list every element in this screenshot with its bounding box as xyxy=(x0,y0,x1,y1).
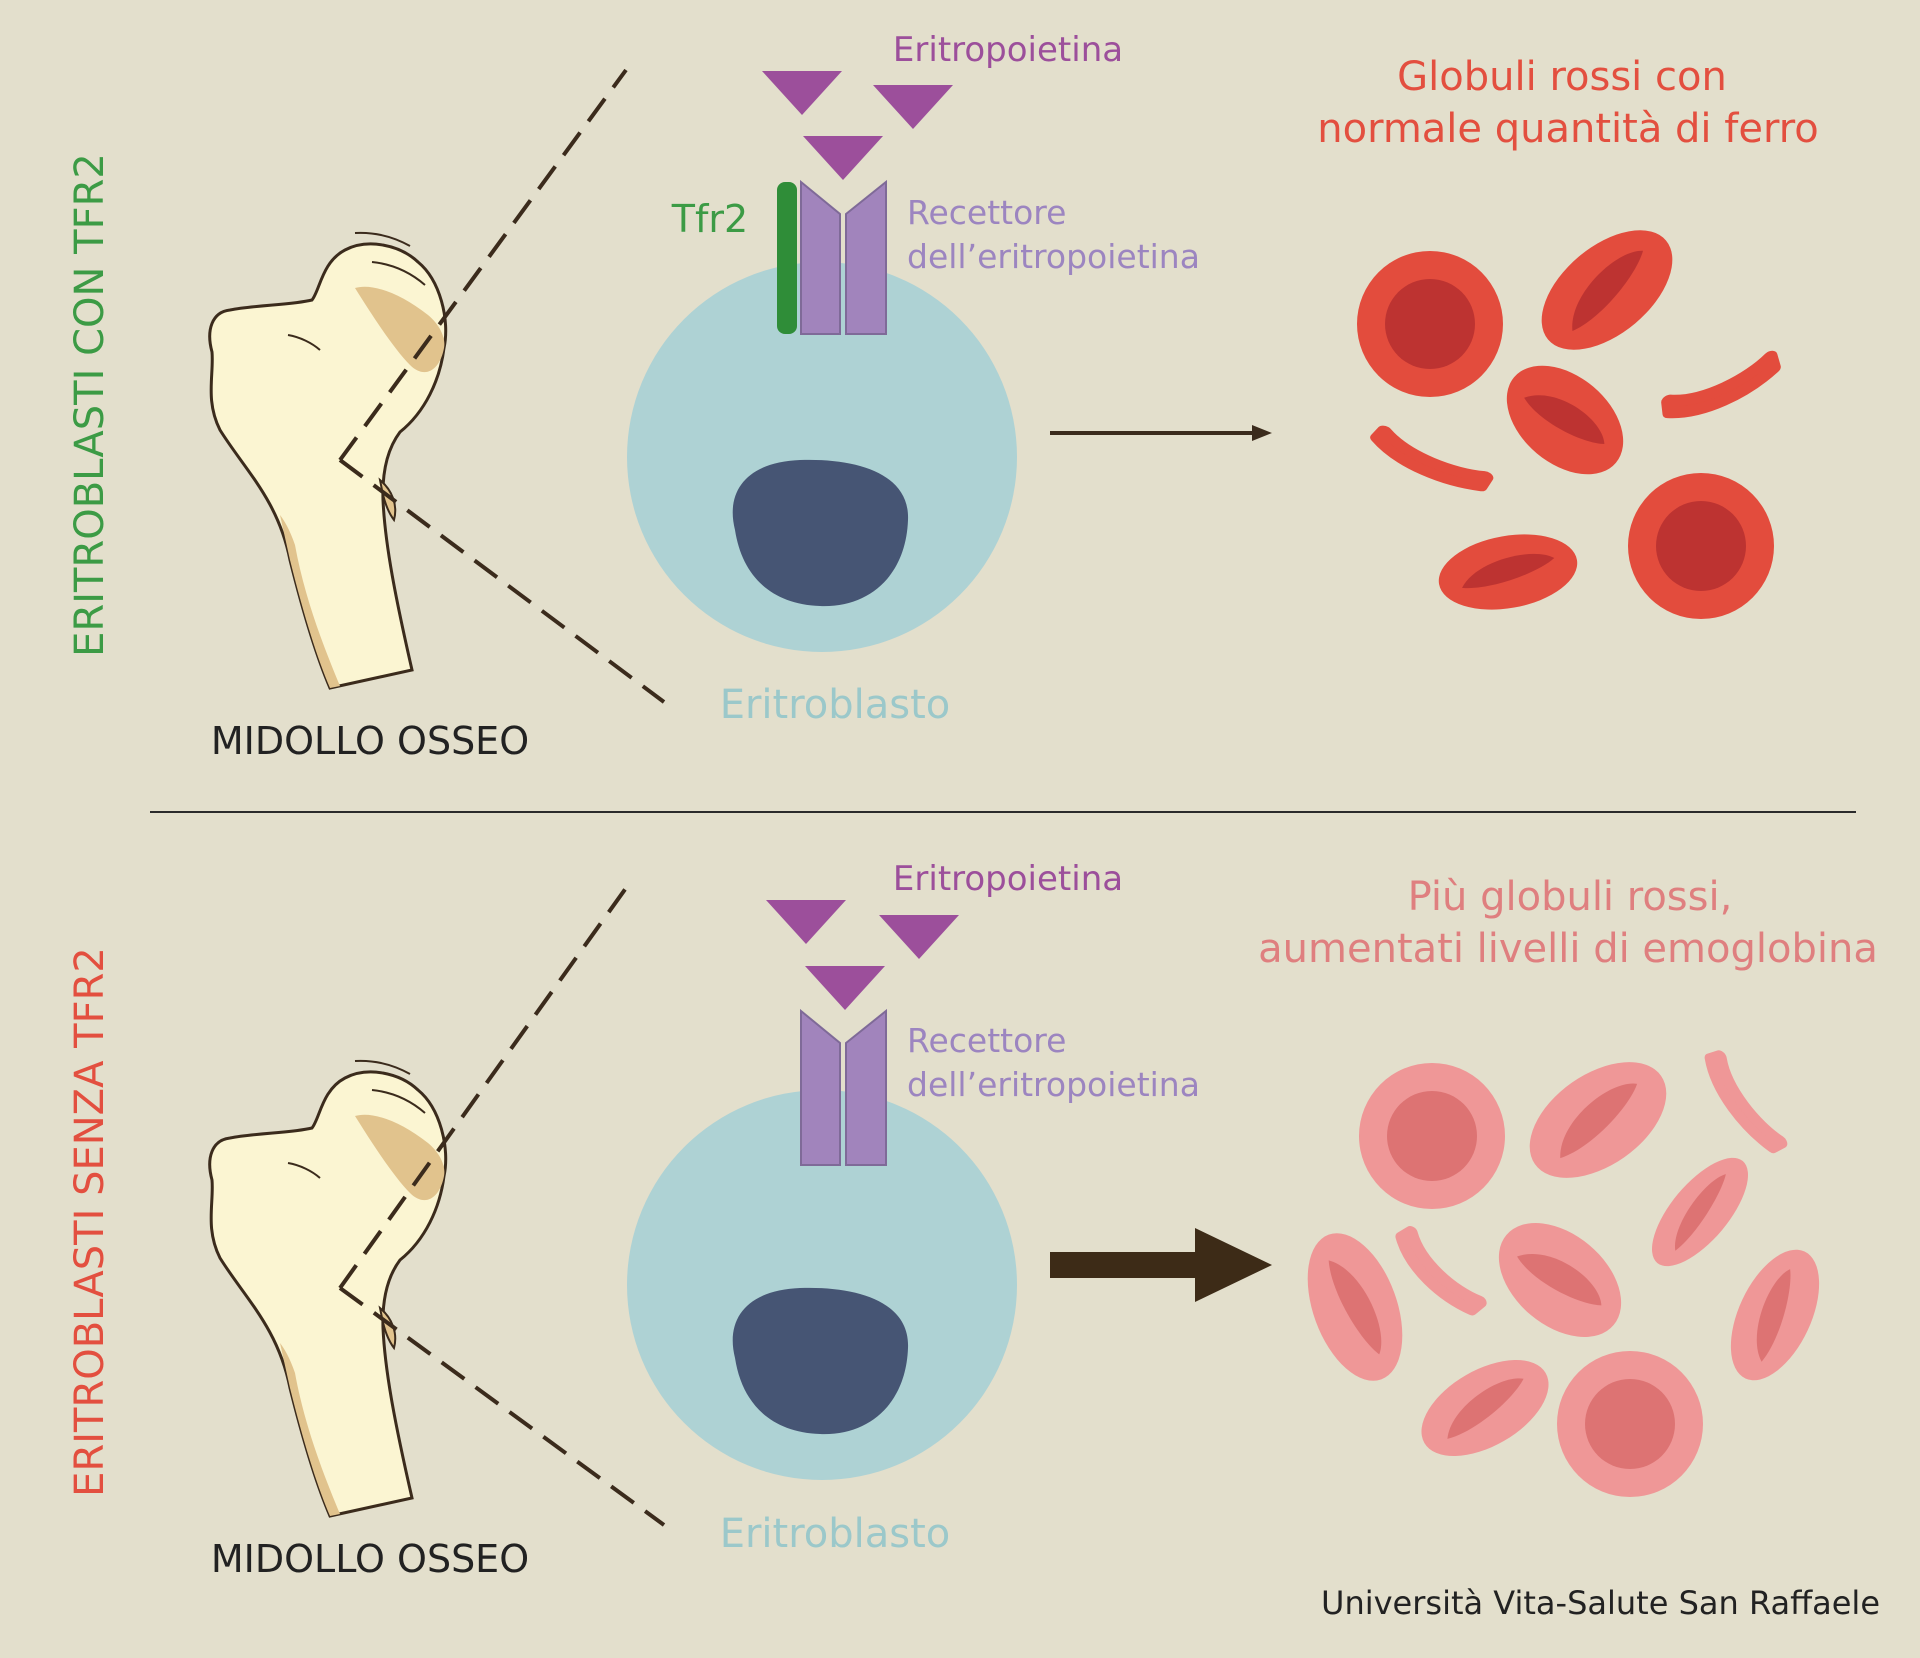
red-blood-cell-icon xyxy=(1712,1236,1838,1394)
red-blood-cell-icon xyxy=(1628,473,1774,619)
red-blood-cell-icon xyxy=(1392,1230,1487,1315)
tfr2-protein xyxy=(777,182,797,334)
zoom-line-upper xyxy=(338,68,628,462)
red-blood-cell-icon xyxy=(1700,1054,1788,1152)
bottom-arrow xyxy=(1050,1252,1200,1278)
bottom-arrow-head xyxy=(1195,1228,1272,1302)
top-receptor-label-1: Recettore xyxy=(907,193,1066,232)
red-blood-cell-icon xyxy=(1519,207,1695,373)
red-blood-cell-icon xyxy=(1357,251,1503,397)
epo-receptor-left xyxy=(800,179,841,335)
top-panel: ERITROBLASTI CON TFR2 MIDOLLO OSSEO Erit… xyxy=(67,30,1819,763)
bottom-epo-label: Eritropoietina xyxy=(893,859,1123,899)
bottom-receptor-label-1: Recettore xyxy=(907,1021,1066,1060)
red-blood-cell-icon xyxy=(1477,1200,1643,1360)
bottom-result-line-2: aumentati livelli di emoglobina xyxy=(1258,926,1878,972)
epo-molecule-icon xyxy=(805,966,885,1010)
top-bone-label: MIDOLLO OSSEO xyxy=(211,719,529,763)
bottom-cell-label: Eritroblasto xyxy=(720,1511,951,1557)
top-side-label: ERITROBLASTI CON TFR2 xyxy=(67,153,113,657)
epo-receptor-left xyxy=(800,1008,841,1166)
zoom-line-lower xyxy=(338,1286,666,1527)
top-arrow-head xyxy=(1252,425,1272,441)
erythroblast-cell xyxy=(627,262,1017,652)
bottom-side-label: ERITROBLASTI SENZA TFR2 xyxy=(67,947,113,1497)
epo-receptor-right xyxy=(845,1008,887,1166)
top-result-line-2: normale quantità di ferro xyxy=(1317,106,1818,152)
epo-molecule-icon xyxy=(762,71,842,115)
bottom-panel: ERITROBLASTI SENZA TFR2 MIDOLLO OSSEO Er… xyxy=(67,859,1878,1581)
bottom-receptor-label-2: dell’eritropoietina xyxy=(907,1065,1200,1104)
red-blood-cell-icon xyxy=(1508,1038,1688,1202)
top-receptor-label-2: dell’eritropoietina xyxy=(907,237,1200,276)
red-blood-cell-icon xyxy=(1432,524,1584,620)
top-result-line-1: Globuli rossi con xyxy=(1397,54,1727,100)
bottom-result-line-1: Più globuli rossi, xyxy=(1408,874,1733,920)
credit-text: Università Vita-Salute San Raffaele xyxy=(1321,1584,1880,1622)
epo-receptor-right xyxy=(845,179,887,335)
epo-molecule-icon xyxy=(879,915,959,959)
zoom-line-lower xyxy=(338,458,666,704)
femur-bone-icon xyxy=(208,231,448,690)
red-blood-cell-icon xyxy=(1405,1340,1565,1476)
erythroblast-nucleus xyxy=(732,459,909,607)
red-blood-cell-icon xyxy=(1665,349,1779,426)
red-blood-cell-icon xyxy=(1485,343,1645,497)
increased-red-blood-cells xyxy=(1289,1038,1838,1497)
normal-red-blood-cells xyxy=(1357,207,1778,620)
bottom-bone-label: MIDOLLO OSSEO xyxy=(211,1537,529,1581)
epo-molecule-icon xyxy=(766,900,846,944)
red-blood-cell-icon xyxy=(1373,429,1489,491)
red-blood-cell-icon xyxy=(1359,1063,1505,1209)
epo-molecule-icon xyxy=(803,136,883,180)
epo-molecule-icon xyxy=(873,85,953,129)
top-cell-label: Eritroblasto xyxy=(720,682,951,728)
red-blood-cell-icon xyxy=(1635,1142,1765,1282)
femur-bone-icon xyxy=(208,1059,448,1518)
erythroblast-nucleus xyxy=(732,1287,909,1435)
erythroblast-cell xyxy=(627,1090,1017,1480)
tfr2-label: Tfr2 xyxy=(671,197,748,241)
top-epo-label: Eritropoietina xyxy=(893,30,1123,70)
red-blood-cell-icon xyxy=(1557,1351,1703,1497)
